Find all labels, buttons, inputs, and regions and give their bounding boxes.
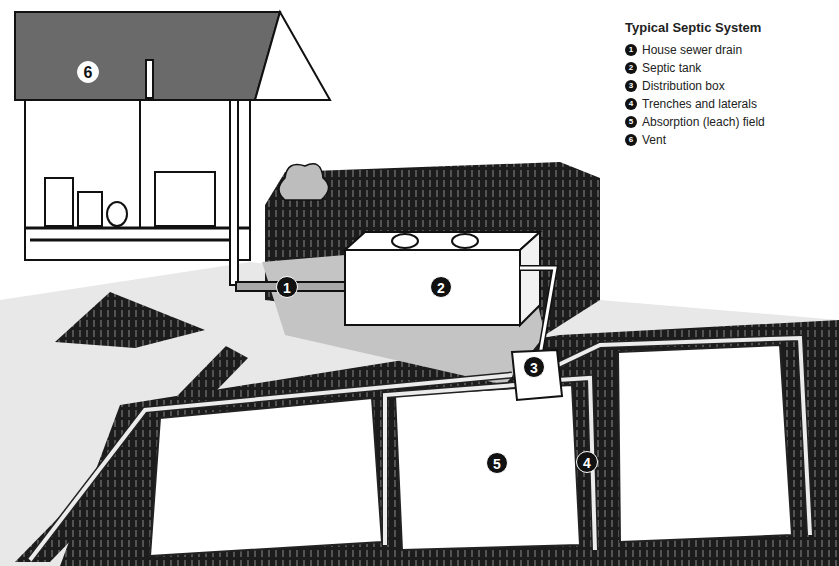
- toilet: [107, 202, 127, 226]
- tank-lid: [452, 234, 478, 248]
- legend-number: 2: [625, 62, 637, 74]
- house-wall: [25, 100, 250, 260]
- gable: [255, 12, 330, 100]
- appliance: [45, 178, 73, 226]
- soil-mound: [55, 292, 205, 348]
- callout-number: 1: [276, 276, 298, 298]
- legend-text: House sewer drain: [642, 43, 742, 57]
- stack-pipe: [230, 100, 238, 285]
- excavation-floor: [262, 250, 545, 385]
- field-left: [150, 398, 382, 556]
- legend-text: Vent: [642, 133, 666, 147]
- appliance: [78, 192, 102, 226]
- lateral-pipe: [30, 375, 512, 560]
- legend-row: 3 Distribution box: [625, 79, 725, 93]
- callout-number: 5: [486, 452, 508, 474]
- legend-text: Absorption (leach) field: [642, 115, 765, 129]
- roof: [15, 12, 280, 100]
- outlet-pipe-outline: [520, 268, 555, 355]
- distribution-box: [512, 350, 562, 400]
- legend-text: Septic tank: [642, 61, 701, 75]
- shrub: [279, 164, 329, 200]
- lateral-outline: [558, 338, 810, 535]
- vent-pipe: [146, 60, 153, 98]
- tank-side: [520, 232, 540, 325]
- callout-number: 2: [430, 276, 452, 298]
- legend-number: 1: [625, 44, 637, 56]
- legend-row: 2 Septic tank: [625, 61, 701, 75]
- legend-number: 5: [625, 116, 637, 128]
- bathtub: [155, 172, 215, 226]
- legend-title: Typical Septic System: [625, 20, 761, 35]
- callout-number: 4: [576, 451, 598, 473]
- legend-row: 6 Vent: [625, 133, 666, 147]
- interior-wall: [139, 100, 141, 228]
- legend-text: Trenches and laterals: [642, 97, 757, 111]
- legend-number: 3: [625, 80, 637, 92]
- septic-tank: [345, 250, 520, 325]
- legend-row: 1 House sewer drain: [625, 43, 742, 57]
- drain-line: [30, 239, 230, 242]
- lateral-outline: [30, 375, 512, 560]
- lateral-pipe: [558, 338, 810, 535]
- tank-top: [345, 232, 540, 250]
- legend-text: Distribution box: [642, 79, 725, 93]
- legend-row: 4 Trenches and laterals: [625, 97, 757, 111]
- legend-number: 6: [625, 134, 637, 146]
- field-right: [618, 345, 792, 542]
- field-middle: [395, 385, 580, 550]
- outlet-pipe: [520, 268, 555, 355]
- callout-number: 6: [77, 61, 99, 83]
- tank-lid: [392, 234, 418, 248]
- lateral-pipe: [385, 385, 515, 545]
- legend-row: 5 Absorption (leach) field: [625, 115, 765, 129]
- callout-number: 3: [523, 356, 545, 378]
- lateral-outline: [385, 385, 515, 545]
- legend-number: 4: [625, 98, 637, 110]
